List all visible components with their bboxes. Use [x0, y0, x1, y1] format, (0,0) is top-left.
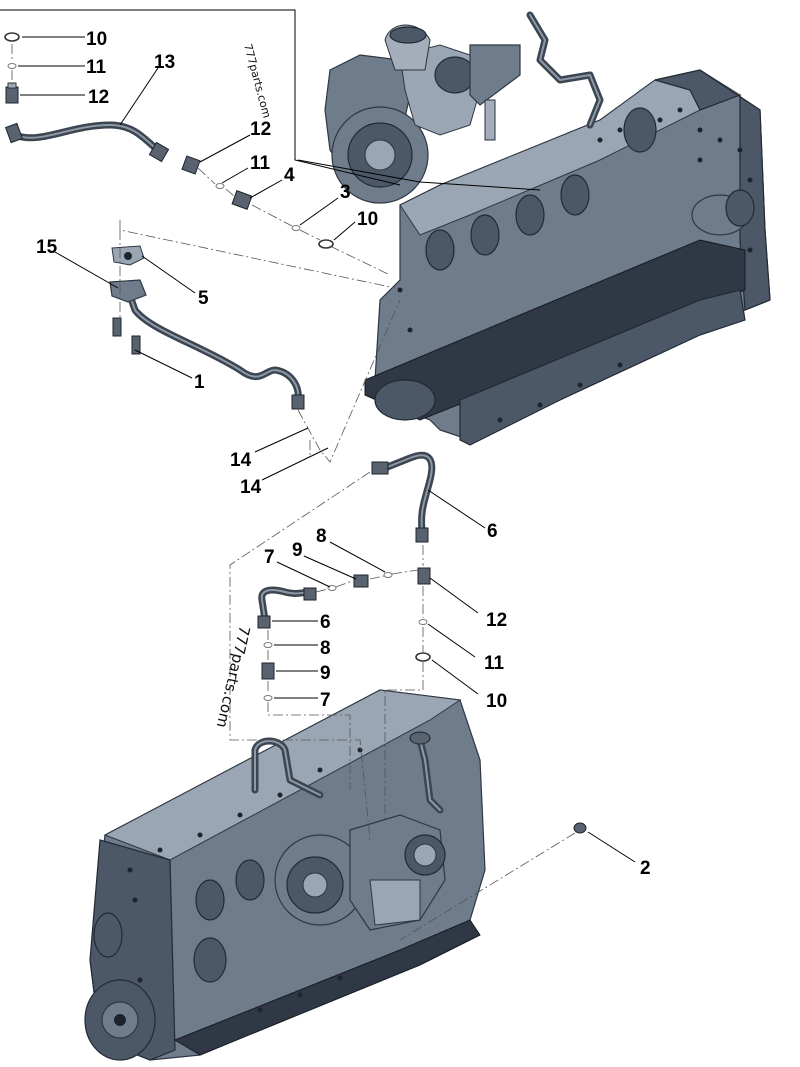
part-10-oring-mid: [318, 239, 334, 249]
callout-10-right: 10: [486, 691, 507, 712]
callout-7-lower: 7: [320, 690, 331, 711]
part-8-washer-upper: [383, 572, 393, 578]
upper-exhaust-tube: [526, 11, 604, 129]
upper-turbocharger: [324, 24, 521, 204]
callout-12-top: 12: [88, 87, 109, 108]
part-9-fitting-lower: [261, 662, 275, 680]
part-10-oring-right: [415, 652, 431, 662]
callout-2: 2: [640, 858, 651, 879]
part-9-fitting-upper: [353, 574, 369, 588]
lower-oil-tubes: [251, 731, 444, 814]
part-13-oil-feed-tube: [4, 121, 170, 163]
callout-11-mid: 11: [250, 153, 271, 174]
callout-3: 3: [340, 182, 351, 203]
upper-engine-block: [364, 69, 771, 446]
callout-11-right: 11: [484, 653, 505, 674]
callout-8-lower: 8: [320, 638, 331, 659]
part-10-oring-top: [4, 32, 20, 42]
callout-1: 1: [194, 372, 205, 393]
part-12-fitting-right: [417, 567, 431, 585]
callout-15: 15: [36, 237, 58, 258]
bolt-right: [131, 335, 141, 355]
callout-labels: 10 11 12 13 12 11 4 3 10 15 5 1 14 14 6 …: [36, 29, 651, 879]
part-11-washer-top: [7, 63, 17, 69]
part-3-washer: [291, 225, 301, 231]
bolt-left: [112, 317, 122, 337]
callout-12-right: 12: [486, 610, 507, 631]
part-8-washer-lower: [263, 642, 273, 648]
callout-7-upper: 7: [264, 547, 275, 568]
part-12-fitting-top: [5, 82, 19, 104]
callout-6-upper: 6: [487, 521, 498, 542]
part-5-gasket: [111, 245, 145, 266]
lower-turbocharger: [274, 814, 446, 931]
watermark-middle: 777parts.com: [213, 624, 254, 729]
callout-14-lower: 14: [240, 477, 262, 498]
callout-8-upper: 8: [316, 526, 327, 547]
callout-6-lower: 6: [320, 612, 331, 633]
callout-10-mid: 10: [357, 209, 378, 230]
assembly-lines: [11, 44, 576, 941]
part-11-washer-right: [418, 619, 428, 625]
part-11-washer-mid: [215, 183, 225, 189]
callout-4: 4: [284, 165, 295, 186]
part-12-fitting-mid: [181, 155, 201, 175]
part-4-fitting: [231, 190, 253, 210]
callout-12-mid: 12: [250, 119, 271, 140]
callout-11-top: 11: [86, 57, 107, 78]
callout-5: 5: [198, 288, 209, 309]
callout-9-lower: 9: [320, 663, 331, 684]
callout-13: 13: [154, 52, 175, 73]
part-7-washer-lower: [263, 695, 273, 701]
leader-lines: [18, 36, 636, 863]
part-1-oil-drain-tube: [124, 286, 305, 410]
part-7-washer-upper: [327, 585, 337, 591]
part-15-flange: [109, 279, 147, 303]
callout-9-upper: 9: [292, 540, 303, 561]
callout-10-top: 10: [86, 29, 107, 50]
callout-14-upper: 14: [230, 450, 252, 471]
part-2-plug: [573, 822, 587, 834]
part-6-tube-upper: [371, 451, 436, 543]
watermark-top: 777parts.com: [241, 42, 273, 119]
frame-lines: [0, 9, 541, 191]
part-6-tube-lower: [257, 586, 317, 629]
